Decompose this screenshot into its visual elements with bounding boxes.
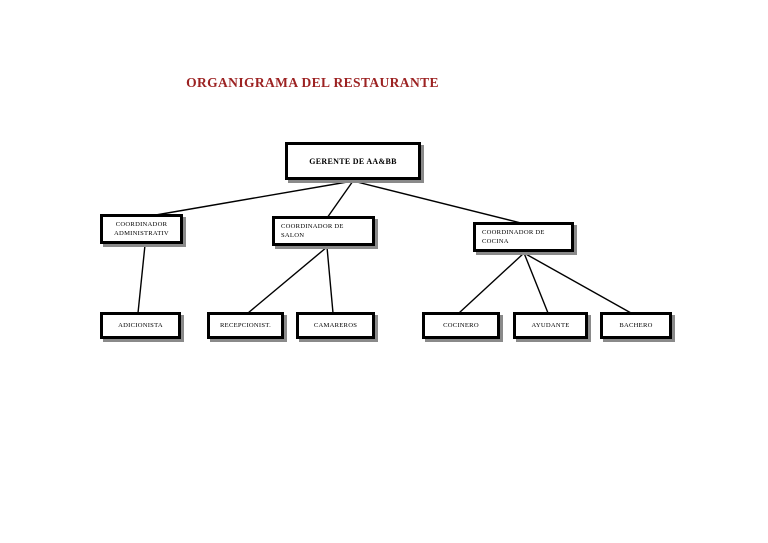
- org-node-label: GERENTE DE AA&BB: [309, 156, 397, 166]
- org-node-frame: COCINERO: [423, 313, 499, 338]
- org-node-camareros[interactable]: CAMAREROS: [296, 312, 375, 339]
- org-node-coord-administrativo[interactable]: COORDINADOR ADMINISTRATIV: [100, 214, 183, 244]
- org-node-adicionista[interactable]: ADICIONISTA: [100, 312, 181, 339]
- connector-administrativo-to-adicionista: [137, 244, 146, 314]
- org-node-bachero[interactable]: BACHERO: [600, 312, 672, 339]
- org-node-ayudante[interactable]: AYUDANTE: [513, 312, 588, 339]
- org-node-frame: COORDINADOR DE SALON: [273, 217, 374, 245]
- org-node-gerente[interactable]: GERENTE DE AA&BB: [285, 142, 421, 180]
- org-node-frame: GERENTE DE AA&BB: [286, 143, 420, 179]
- org-node-label: COCINERO: [443, 322, 479, 329]
- connector-gerente-to-administrativo: [149, 180, 354, 217]
- connector-gerente-to-cocina: [352, 180, 526, 225]
- org-node-coord-salon[interactable]: COORDINADOR DE SALON: [272, 216, 375, 246]
- org-node-cocinero[interactable]: COCINERO: [422, 312, 500, 339]
- org-node-label: COORDINADOR ADMINISTRATIV: [114, 221, 169, 237]
- connector-salon-to-camareros: [326, 246, 334, 314]
- page-title: ORGANIGRAMA DEL RESTAURANTE: [186, 75, 439, 90]
- org-node-frame: AYUDANTE: [514, 313, 587, 338]
- org-node-frame: COORDINADOR ADMINISTRATIV: [101, 215, 182, 243]
- org-node-label: AYUDANTE: [531, 322, 570, 329]
- org-node-frame: COORDINADOR DE COCINA: [474, 223, 573, 251]
- org-node-label: ADICIONISTA: [118, 322, 163, 329]
- org-node-coord-cocina[interactable]: COORDINADOR DE COCINA: [473, 222, 574, 252]
- connector-cocina-to-cocinero: [458, 252, 525, 314]
- org-node-frame: BACHERO: [601, 313, 671, 338]
- connector-salon-to-recepcionista: [247, 246, 328, 314]
- org-node-label: RECEPCIONIST.: [220, 322, 271, 329]
- connector-gerente-to-salon: [326, 180, 354, 219]
- connector-cocina-to-ayudante: [523, 252, 549, 314]
- org-node-frame: ADICIONISTA: [101, 313, 180, 338]
- org-node-label: COORDINADOR DE SALON: [281, 223, 344, 239]
- org-node-label: CAMAREROS: [313, 322, 358, 329]
- org-node-label: BACHERO: [619, 322, 653, 329]
- org-node-frame: RECEPCIONIST.: [208, 313, 283, 338]
- org-node-label: COORDINADOR DE COCINA: [482, 229, 545, 245]
- org-node-recepcionista[interactable]: RECEPCIONIST.: [207, 312, 284, 339]
- org-node-frame: CAMAREROS: [297, 313, 374, 338]
- connector-cocina-to-bachero: [523, 252, 632, 314]
